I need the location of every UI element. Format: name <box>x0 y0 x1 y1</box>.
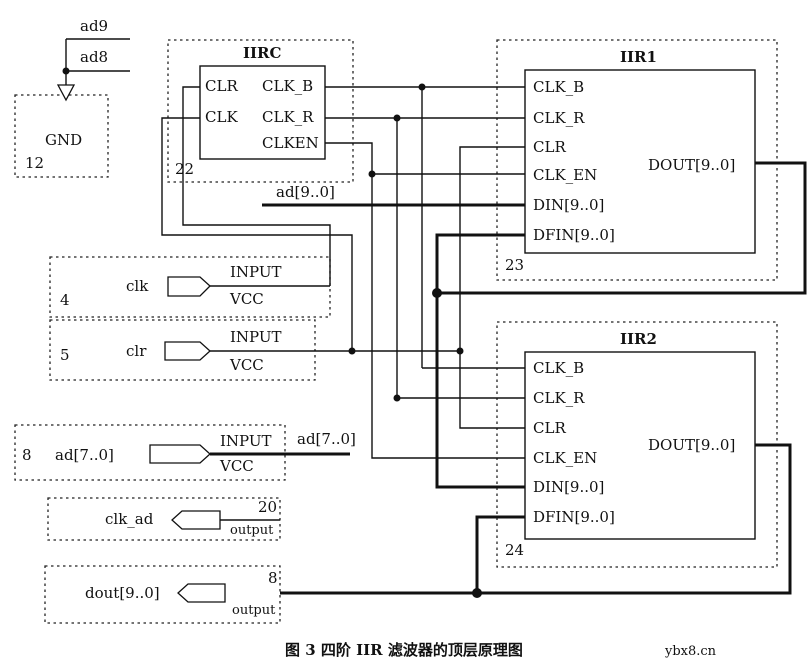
iirc-clkb-pin: CLK_B <box>262 77 313 95</box>
watermark: ybx8.cn <box>664 644 717 659</box>
clk-name: clk <box>126 277 149 295</box>
clkad-output-pin <box>171 510 221 530</box>
iir2-clr-pin: CLR <box>533 419 566 437</box>
dout-name: dout[9..0] <box>85 584 160 602</box>
iir1-block-outline <box>496 39 778 281</box>
ad70-name: ad[7..0] <box>55 446 114 464</box>
clkad-output-label: output <box>230 523 274 538</box>
clr-junction-dot-b <box>456 347 464 355</box>
iirc-clr-pin: CLR <box>205 77 238 95</box>
iir2-din-pin: DIN[9..0] <box>533 478 604 496</box>
iir2-dout-pin: DOUT[9..0] <box>648 436 735 454</box>
iirc-component <box>199 65 326 160</box>
clkad-block-outline <box>47 497 281 541</box>
clk-block-number: 4 <box>60 291 70 309</box>
iir2-clkr-pin: CLK_R <box>533 389 585 407</box>
clr-vcc-label: VCC <box>229 356 264 374</box>
dout-block-number: 8 <box>268 569 278 587</box>
iir1-dout-pin: DOUT[9..0] <box>648 156 735 174</box>
iir1-dfin-pin: DFIN[9..0] <box>533 226 615 244</box>
dout-output-pin <box>177 583 226 603</box>
gnd-block-outline <box>14 94 109 178</box>
clkad-block-number: 20 <box>258 498 277 516</box>
gnd-label: GND <box>45 131 82 149</box>
clr-junction-dot-a <box>348 347 356 355</box>
iir2-title: IIR2 <box>620 330 657 348</box>
ad70-wire-label: ad[7..0] <box>297 430 356 448</box>
gnd-block-number: 12 <box>25 154 44 172</box>
clken-junction-dot <box>368 170 376 178</box>
clock-clear-wires <box>161 86 525 429</box>
clr-input-label: INPUT <box>230 328 282 346</box>
clk-input-pin <box>167 276 211 297</box>
ad70-input-label: INPUT <box>220 432 272 450</box>
ad9-label: ad9 <box>80 17 108 35</box>
clk-block-outline <box>49 256 331 318</box>
clkr2-junction-dot <box>393 394 401 402</box>
clr-block-number: 5 <box>60 346 70 364</box>
iirc-clken-pin: CLKEN <box>262 134 319 152</box>
dout1-junction-dot <box>432 288 442 298</box>
dout-output-label: output <box>232 603 276 618</box>
iir1-component <box>524 69 756 254</box>
gnd-junction-dot <box>62 67 70 75</box>
gnd-symbol <box>56 38 130 102</box>
dout-block-outline <box>44 565 281 624</box>
iir1-clkr-pin: CLK_R <box>533 109 585 127</box>
iir1-din-pin: DIN[9..0] <box>533 196 604 214</box>
iir1-title: IIR1 <box>620 48 657 66</box>
iir1-clkb-pin: CLK_B <box>533 78 584 96</box>
iir2-block-number: 24 <box>505 541 524 559</box>
iir2-dfin-pin: DFIN[9..0] <box>533 508 615 526</box>
clr-input-pin <box>164 341 211 361</box>
clr-block-outline <box>49 319 316 381</box>
clkb-junction-dot <box>418 83 426 91</box>
clkad-name: clk_ad <box>105 510 154 528</box>
clk-vcc-label: VCC <box>229 290 264 308</box>
data-buses <box>280 161 807 595</box>
ad70-vcc-label: VCC <box>219 457 254 475</box>
iir1-clken-pin: CLK_EN <box>533 166 597 184</box>
ad8-label: ad8 <box>80 48 108 66</box>
iir1-clr-pin: CLR <box>533 138 566 156</box>
iirc-clkr-pin: CLK_R <box>262 108 314 126</box>
iir2-clkb-pin: CLK_B <box>533 359 584 377</box>
iir1-block-number: 23 <box>505 256 524 274</box>
figure-caption: 图 3 四阶 IIR 滤波器的顶层原理图 <box>285 641 523 659</box>
clk-input-label: INPUT <box>230 263 282 281</box>
ad70-input-pin <box>149 444 211 464</box>
iir2-component <box>524 351 756 540</box>
iirc-block-number: 22 <box>175 160 194 178</box>
ad70-block-number: 8 <box>22 446 32 464</box>
iirc-clk-pin: CLK <box>205 108 238 126</box>
iir2-clken-pin: CLK_EN <box>533 449 597 467</box>
clr-name: clr <box>126 342 147 360</box>
iirc-output-wires <box>325 86 525 459</box>
ad90-bus-label: ad[9..0] <box>276 183 335 201</box>
iirc-block-outline <box>167 39 354 183</box>
iirc-title: IIRC <box>243 44 281 62</box>
dout2-junction-dot <box>472 588 482 598</box>
clkr-junction-dot <box>393 114 401 122</box>
